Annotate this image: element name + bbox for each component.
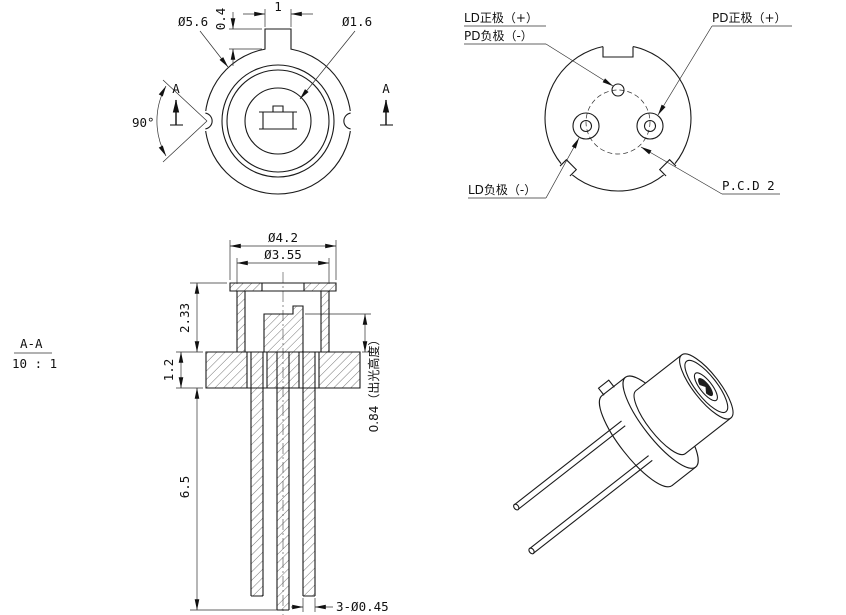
dim-cap-flange-diameter: Ø4.2 <box>229 230 337 280</box>
dim-text-window-diameter: Ø1.6 <box>342 14 372 29</box>
section-letter-right: A <box>382 81 390 96</box>
iso-cap-body <box>635 354 731 454</box>
dim-tab-width: 1 <box>243 0 313 27</box>
dim-text-cap-flange-diameter: Ø4.2 <box>268 230 298 245</box>
label-ld-anode-text: LD正极（+） <box>464 11 538 25</box>
iso-aperture <box>698 378 713 397</box>
tab-mask <box>265 46 291 50</box>
cap-rim-outer-circle <box>221 64 335 178</box>
pin-top-notch-mask <box>603 41 633 57</box>
label-pcd: P.C.D 2 <box>640 146 780 195</box>
section-letter-left: A <box>172 81 180 96</box>
flange-outline <box>205 351 361 389</box>
heatsink-post <box>263 305 304 352</box>
section-hatching <box>206 283 360 610</box>
pin-pd-anode-outer <box>636 112 664 140</box>
iso-lead-back <box>513 420 626 511</box>
dim-notch-angle: 90° <box>132 79 208 163</box>
cap-top-plate <box>229 282 337 292</box>
iso-cap-front-rim <box>684 359 729 414</box>
lead-right <box>302 352 316 597</box>
dim-text-lead-diameter: 3-Ø0.45 <box>336 599 389 614</box>
glass-seal-lines <box>246 352 320 388</box>
pin-ld-cathode-inner <box>579 119 593 133</box>
dim-text-cap-height: 2.33 <box>177 303 192 333</box>
key-notch-left <box>205 112 213 130</box>
label-pd-anode-text: PD正极（+） <box>712 11 787 25</box>
notch-mask-right <box>348 111 354 131</box>
dim-lead-length: 6.5 <box>177 387 277 611</box>
iso-cap-front <box>679 353 734 420</box>
dim-text-notch-angle: 90° <box>132 115 155 130</box>
lead-center <box>276 352 290 611</box>
dim-text-tab-height: 0.4 <box>213 8 228 31</box>
label-pcd-text: P.C.D 2 <box>722 178 775 193</box>
pin-top-notch <box>602 46 634 58</box>
label-pd-anode: PD正极（+） <box>657 11 792 116</box>
pitch-circle <box>585 89 651 155</box>
label-ld-anode-pd-cathode: LD正极（+） PD负极（-） <box>464 11 614 87</box>
section-scale-text: 10 : 1 <box>12 356 57 371</box>
iso-orientation-tab <box>597 379 615 396</box>
cap-rim-inner-circle <box>226 69 330 173</box>
pin-notch-lower-right <box>658 158 680 180</box>
pin-pd-anode-inner <box>643 119 657 133</box>
dim-text-cap-body-diameter: Ø3.55 <box>264 247 302 262</box>
dim-text-emission-height: 0.84（出光高度） <box>366 334 381 433</box>
section-arrow-left: A <box>170 81 183 126</box>
isometric-view <box>513 353 734 555</box>
dim-lead-diameter: 3-Ø0.45 <box>291 598 389 614</box>
dim-window-diameter: Ø1.6 <box>299 14 372 100</box>
dim-text-tab-width: 1 <box>274 0 282 14</box>
dim-text-lead-length: 6.5 <box>177 476 192 499</box>
orientation-tab <box>264 28 292 49</box>
dim-text-can-diameter: Ø5.6 <box>178 14 208 29</box>
lead-left <box>250 352 264 597</box>
dim-cap-body-diameter: Ø3.55 <box>236 247 330 284</box>
label-pd-cathode-text: PD负极（-） <box>464 29 533 43</box>
dim-base-thickness: 1.2 <box>161 351 203 389</box>
section-view: A-A 10 : 1 <box>12 230 389 615</box>
section-title: A-A 10 : 1 <box>12 336 57 371</box>
section-arrow-right: A <box>380 81 393 126</box>
dim-text-base-thickness: 1.2 <box>161 359 176 382</box>
notch-mask-left <box>202 111 208 131</box>
section-title-text: A-A <box>20 336 43 351</box>
label-ld-cathode: LD负极（-） <box>468 137 580 199</box>
dim-tab-height: 0.4 <box>213 8 262 66</box>
pin-notch-lower-left <box>556 158 578 180</box>
dim-can-diameter: Ø5.6 <box>178 14 229 68</box>
dim-cap-height: 2.33 <box>176 282 227 353</box>
window-circle <box>244 87 312 155</box>
pin-ld-cathode-outer <box>572 112 600 140</box>
pin-common <box>611 83 625 97</box>
chip-structure <box>259 105 297 130</box>
cap-walls <box>236 291 330 352</box>
pin-view: LD正极（+） PD负极（-） PD正极（+） LD负极（-） P.C.D 2 <box>464 11 792 199</box>
key-notch-right <box>343 112 351 130</box>
iso-window-recess <box>693 372 718 402</box>
dim-emission-height: 0.84（出光高度） <box>305 313 381 433</box>
front-view: 1 0.4 Ø5.6 Ø1.6 90° A <box>132 0 393 195</box>
iso-lead-front <box>528 455 653 555</box>
label-ld-cathode-text: LD负极（-） <box>468 183 536 197</box>
